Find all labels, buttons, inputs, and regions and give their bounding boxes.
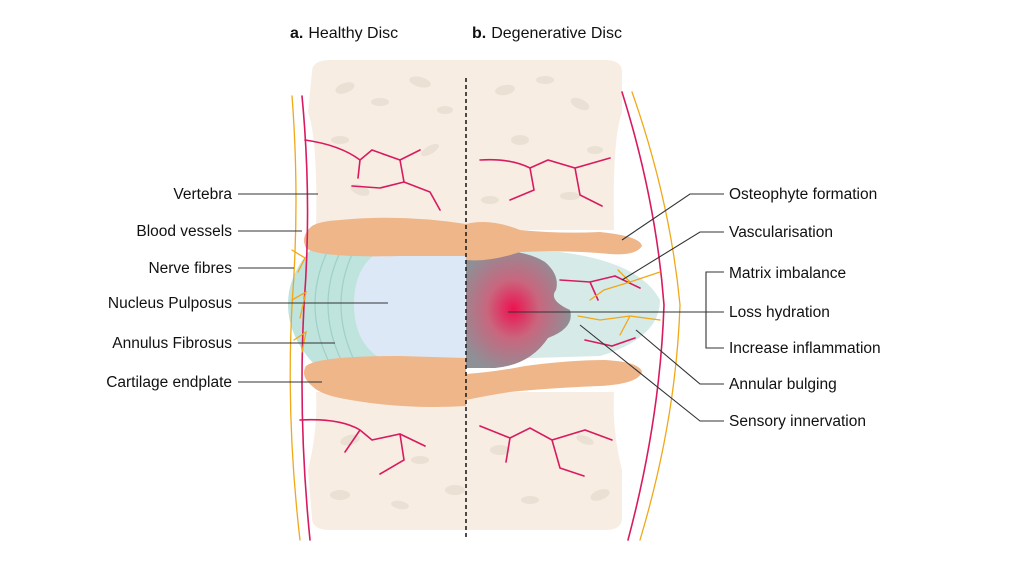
- upper-vertebra: [308, 60, 622, 230]
- label-annulus-fibrosus: Annulus Fibrosus: [112, 335, 232, 352]
- healthy-disc-title: a.Healthy Disc: [290, 25, 398, 42]
- degenerative-disc-title: b.Degenerative Disc: [472, 25, 622, 42]
- right-outer-nerve: [631, 91, 681, 541]
- degenerative-nucleus: [466, 250, 571, 368]
- label-vascularisation: Vascularisation: [729, 224, 833, 241]
- bone-cells: [330, 76, 610, 510]
- right-outer-vessel: [621, 91, 665, 541]
- left-outer-nerve: [289, 95, 301, 541]
- healthy-upper-endplate: [304, 217, 466, 257]
- label-nucleus-pulposus: Nucleus Pulposus: [108, 295, 232, 312]
- label-nerve-fibres: Nerve fibres: [148, 260, 232, 277]
- label-increase-inflammation: Increase inflammation: [729, 340, 881, 357]
- right-leaders: [508, 193, 724, 422]
- left-outer-vessel: [301, 95, 311, 541]
- label-annular-bulging: Annular bulging: [729, 376, 837, 393]
- label-sensory-innervation: Sensory innervation: [729, 413, 866, 430]
- label-blood-vessels: Blood vessels: [136, 223, 232, 240]
- left-leaders: [238, 193, 388, 383]
- label-cartilage-endplate: Cartilage endplate: [106, 374, 232, 391]
- healthy-nucleus-pulposus: [354, 246, 466, 364]
- nerve-network: [291, 249, 661, 353]
- label-matrix-imbalance: Matrix imbalance: [729, 265, 846, 282]
- label-vertebra: Vertebra: [173, 186, 232, 203]
- annulus-rings: [314, 245, 355, 365]
- degenerative-lower-endplate: [466, 360, 642, 400]
- label-loss-hydration: Loss hydration: [729, 304, 830, 321]
- degenerative-upper-endplate: [466, 222, 642, 261]
- healthy-lower-endplate: [304, 356, 466, 407]
- lower-vertebra: [308, 392, 622, 530]
- label-osteophyte-formation: Osteophyte formation: [729, 186, 877, 203]
- vessel-network: [299, 139, 641, 477]
